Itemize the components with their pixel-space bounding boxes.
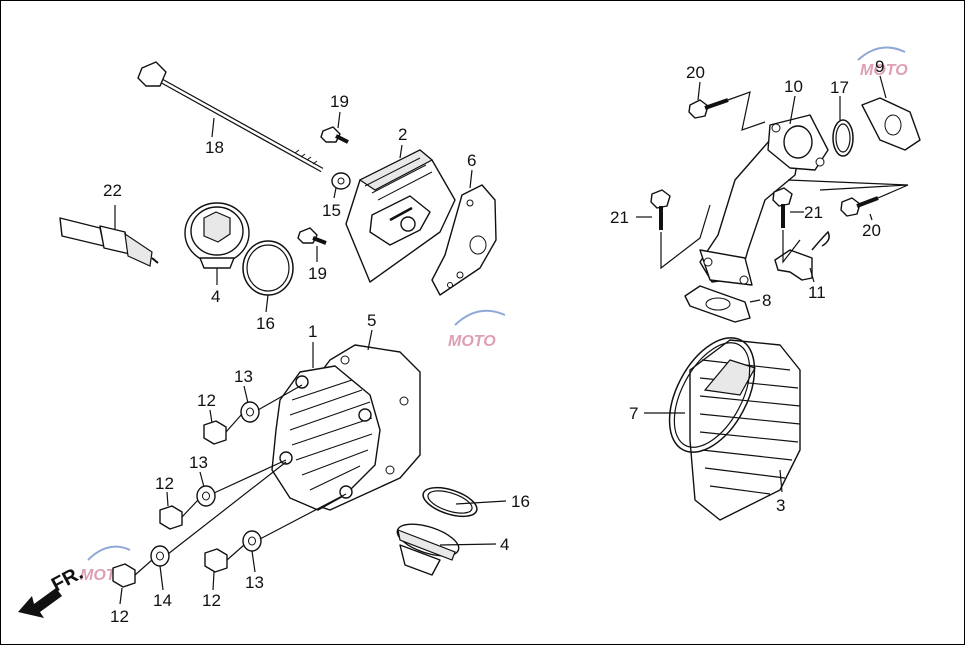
watermark-logo-middle: MOTO	[448, 309, 506, 350]
part-label-14: 14	[153, 591, 172, 610]
part-12-cap-nut-d	[112, 563, 136, 588]
part-8-intake-gasket	[684, 285, 751, 323]
part-13-washer-a	[240, 401, 260, 423]
watermark-text: MOTO	[448, 333, 496, 350]
part-label-13-a: 13	[234, 367, 253, 386]
part-10-intake-pipe	[699, 114, 829, 286]
watermark-text: MOTO	[860, 62, 908, 79]
part-label-13-b: 13	[189, 453, 208, 472]
part-label-21-left: 21	[610, 208, 629, 227]
part-label-21-right: 21	[804, 203, 823, 222]
part-18-stud-bolt	[137, 61, 324, 173]
part-9-insulator	[861, 97, 921, 151]
zigzag-connectors	[660, 91, 909, 270]
part-label-12-c: 12	[202, 591, 221, 610]
part-6-gasket	[431, 184, 497, 296]
part-16-o-ring-top	[242, 240, 294, 296]
part-label-20-top: 20	[686, 63, 705, 82]
part-12-cap-nut-a	[203, 420, 227, 445]
part-labels: 18 22 4 16 19 15 19 2 6 1 5 13 12 13 12 …	[103, 57, 884, 626]
part-label-8: 8	[762, 291, 771, 310]
part-1-cylinder-head	[271, 365, 381, 511]
part-2-cylinder-head-cover	[345, 149, 456, 283]
part-label-13-c: 13	[245, 573, 264, 592]
part-label-18: 18	[205, 138, 224, 157]
part-label-9: 9	[875, 57, 884, 76]
part-12-cap-nut-b	[159, 505, 183, 530]
part-label-12-d: 12	[110, 607, 129, 626]
part-13-washer-c	[242, 530, 262, 552]
part-label-5: 5	[367, 311, 376, 330]
front-direction-arrow: FR.	[18, 562, 87, 618]
part-19-bolt-lower	[297, 227, 327, 245]
part-label-7: 7	[629, 404, 638, 423]
watermark-logo-top-right: MOTO	[857, 46, 908, 79]
part-4-oil-filler-cap-lower	[396, 523, 460, 576]
part-label-22: 22	[103, 181, 122, 200]
part-label-10: 10	[784, 77, 803, 96]
part-label-1: 1	[308, 322, 317, 341]
part-16-o-ring-lower	[422, 486, 478, 518]
part-label-12-a: 12	[197, 391, 216, 410]
part-label-17: 17	[830, 78, 849, 97]
part-21-bolt-right	[772, 187, 793, 228]
part-label-19-lower: 19	[308, 264, 327, 283]
part-label-16-top: 16	[256, 314, 275, 333]
part-19-bolt-upper	[320, 126, 349, 144]
part-label-19-top: 19	[330, 92, 349, 111]
label-leaders	[114, 75, 887, 605]
part-20-bolt-left	[688, 98, 729, 119]
part-label-11: 11	[808, 283, 826, 302]
part-label-12-b: 12	[155, 474, 174, 493]
part-20-bolt-right	[840, 196, 879, 217]
part-17-o-ring	[832, 119, 854, 157]
alignment-lines	[134, 384, 347, 576]
part-label-20-right: 20	[862, 221, 881, 240]
part-11-bracket	[774, 230, 830, 281]
part-22-spark-plug	[59, 217, 159, 267]
part-3-cylinder-head-fins	[689, 339, 801, 521]
part-label-4-top: 4	[211, 287, 220, 306]
part-15-washer	[331, 172, 351, 190]
part-4-oil-filler-cap-top	[184, 202, 250, 269]
part-label-15: 15	[322, 201, 341, 220]
part-14-washer	[150, 545, 170, 567]
part-7-o-ring	[668, 337, 756, 453]
part-13-washer-b	[196, 485, 216, 507]
part-label-2: 2	[398, 125, 407, 144]
part-label-16-lower: 16	[511, 492, 530, 511]
part-12-cap-nut-c	[204, 548, 228, 573]
part-label-3: 3	[776, 496, 785, 515]
part-label-6: 6	[467, 151, 476, 170]
part-label-4-lower: 4	[500, 535, 509, 554]
part-21-bolt-left	[650, 189, 671, 230]
